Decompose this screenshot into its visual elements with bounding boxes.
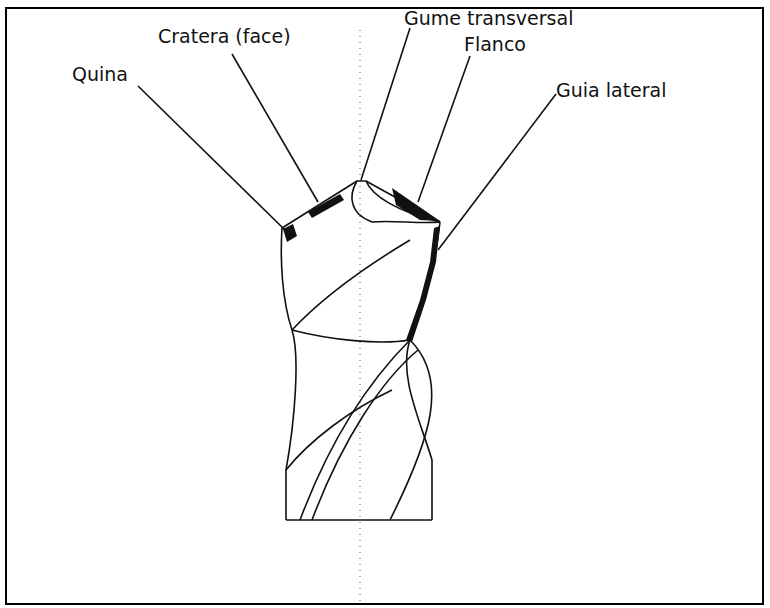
leader-lines: [138, 28, 556, 250]
figure-frame: [6, 8, 763, 604]
corner-wear: [283, 224, 297, 242]
wear-marks: [283, 188, 440, 342]
part-label: Quina: [72, 64, 128, 85]
part-label: Flanco: [464, 34, 526, 55]
drill-bit: [281, 181, 440, 520]
part-label: Guia lateral: [556, 80, 667, 101]
part-label: Gume transversal: [404, 8, 573, 29]
margin-wear: [406, 226, 440, 342]
flank-wear: [392, 188, 440, 221]
crater-wear: [308, 194, 344, 218]
part-label: Cratera (face): [158, 26, 291, 47]
